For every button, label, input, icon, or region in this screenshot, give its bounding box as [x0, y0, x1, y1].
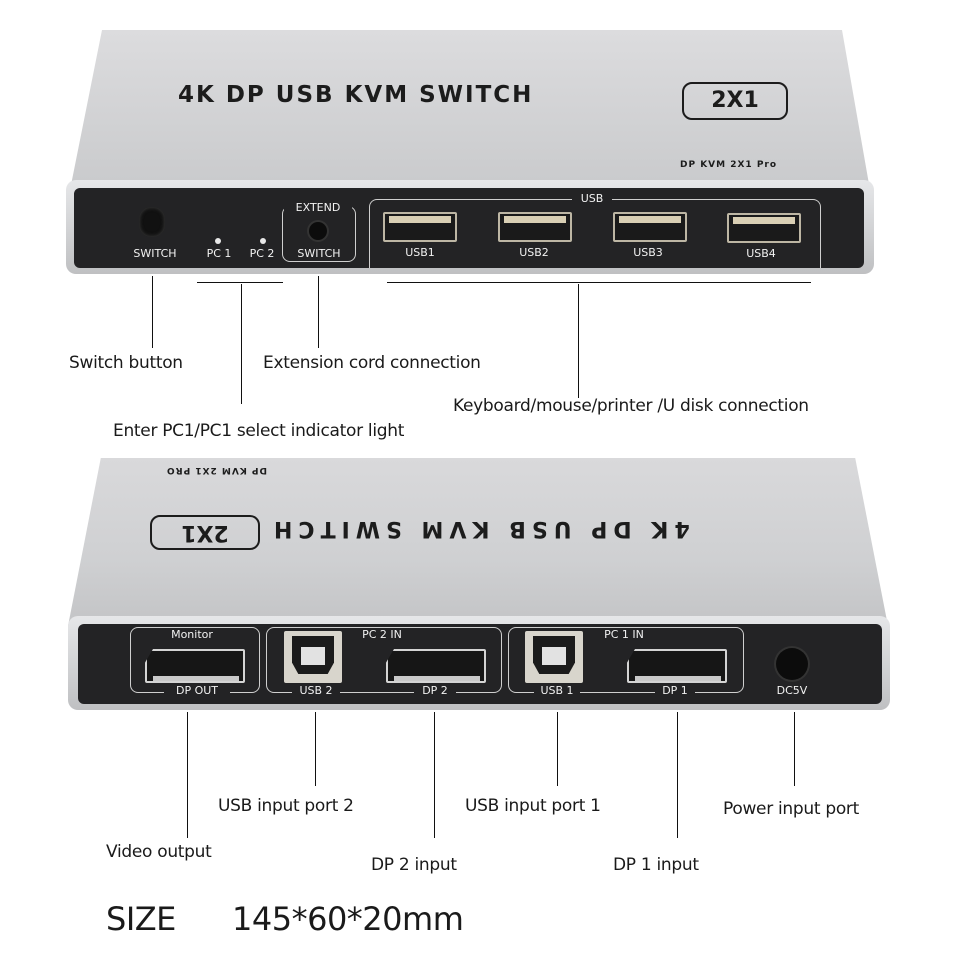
usb-input-1-callout: USB input port 1 — [465, 796, 601, 816]
dp2-input-callout: DP 2 input — [371, 855, 457, 875]
pc1-in-label: PC 1 IN — [604, 628, 644, 641]
usb-callout: Keyboard/mouse/printer /U disk connectio… — [453, 396, 809, 416]
usb3-label: USB3 — [633, 246, 663, 259]
dp2-input-port[interactable] — [386, 649, 486, 683]
power-input-line — [794, 712, 795, 786]
indicator-callout-line — [241, 284, 242, 404]
usb-input-2-callout: USB input port 2 — [218, 796, 354, 816]
dp-out-label: DP OUT — [164, 684, 230, 697]
usb1-port[interactable] — [383, 212, 457, 242]
dp1-input-line — [677, 712, 678, 838]
dp1-input-port[interactable] — [627, 649, 727, 683]
dp2-input-line — [434, 712, 435, 838]
extension-callout-line — [318, 276, 319, 348]
top-device-lid — [70, 30, 870, 190]
bottom-model-label: DP KVM 2X1 PRO — [166, 465, 268, 475]
usb4-port[interactable] — [727, 213, 801, 243]
usb-group-label: USB — [572, 192, 612, 205]
switch-button-callout: Switch button — [69, 353, 183, 373]
bottom-2x1-badge: 2X1 — [150, 515, 260, 550]
pc2-in-label: PC 2 IN — [362, 628, 402, 641]
dp1-input-callout: DP 1 input — [613, 855, 699, 875]
indicator-callout: Enter PC1/PC1 select indicator light — [113, 421, 405, 441]
usb4-label: USB4 — [746, 247, 776, 260]
pc1-group-box — [508, 627, 744, 693]
usb2-input-port[interactable] — [284, 631, 342, 683]
extend-jack[interactable] — [309, 222, 327, 240]
video-output-callout: Video output — [106, 842, 212, 862]
top-model-label: DP KVM 2X1 Pro — [680, 160, 778, 170]
top-2x1-badge: 2X1 — [682, 82, 788, 120]
size-value: 145*60*20mm — [232, 900, 464, 938]
extend-label: EXTEND — [284, 201, 352, 214]
usb-input-1-line — [557, 712, 558, 786]
extend-switch-label: SWITCH — [288, 247, 350, 260]
power-input-callout: Power input port — [723, 799, 859, 819]
usb1-input-port[interactable] — [525, 631, 583, 683]
switch-callout-line — [152, 276, 153, 348]
switch-button[interactable] — [139, 207, 165, 237]
dp1-input-label: DP 1 — [655, 684, 695, 697]
pc2-indicator-led — [260, 238, 266, 244]
bottom-device-lid — [68, 458, 888, 626]
usb2-label: USB2 — [519, 246, 549, 259]
usb3-port[interactable] — [613, 212, 687, 242]
usb-callout-line — [578, 284, 579, 398]
usb1-input-label: USB 1 — [534, 684, 580, 697]
video-output-line — [187, 712, 188, 838]
top-brand-title: 4K DP USB KVM SWITCH — [178, 82, 534, 108]
dc-power-jack[interactable] — [776, 648, 808, 680]
dc5v-label: DC5V — [776, 684, 808, 697]
switch-button-label: SWITCH — [133, 247, 177, 260]
monitor-label: Monitor — [171, 628, 213, 641]
bottom-brand-title: 4K DP USB KVM SWITCH — [268, 516, 690, 541]
extension-callout: Extension cord connection — [263, 353, 481, 373]
usb-bracket-line — [387, 282, 811, 283]
pc2-group-box — [266, 627, 502, 693]
usb2-input-label: USB 2 — [292, 684, 340, 697]
pc2-led-label: PC 2 — [249, 247, 275, 260]
dp2-input-label: DP 2 — [414, 684, 456, 697]
size-label: SIZE — [106, 900, 176, 938]
indicator-bracket-line — [197, 282, 283, 283]
pc1-led-label: PC 1 — [206, 247, 232, 260]
usb-input-2-line — [315, 712, 316, 786]
usb2-port[interactable] — [498, 212, 572, 242]
dp-out-port[interactable] — [145, 649, 245, 683]
pc1-indicator-led — [215, 238, 221, 244]
usb1-label: USB1 — [405, 246, 435, 259]
